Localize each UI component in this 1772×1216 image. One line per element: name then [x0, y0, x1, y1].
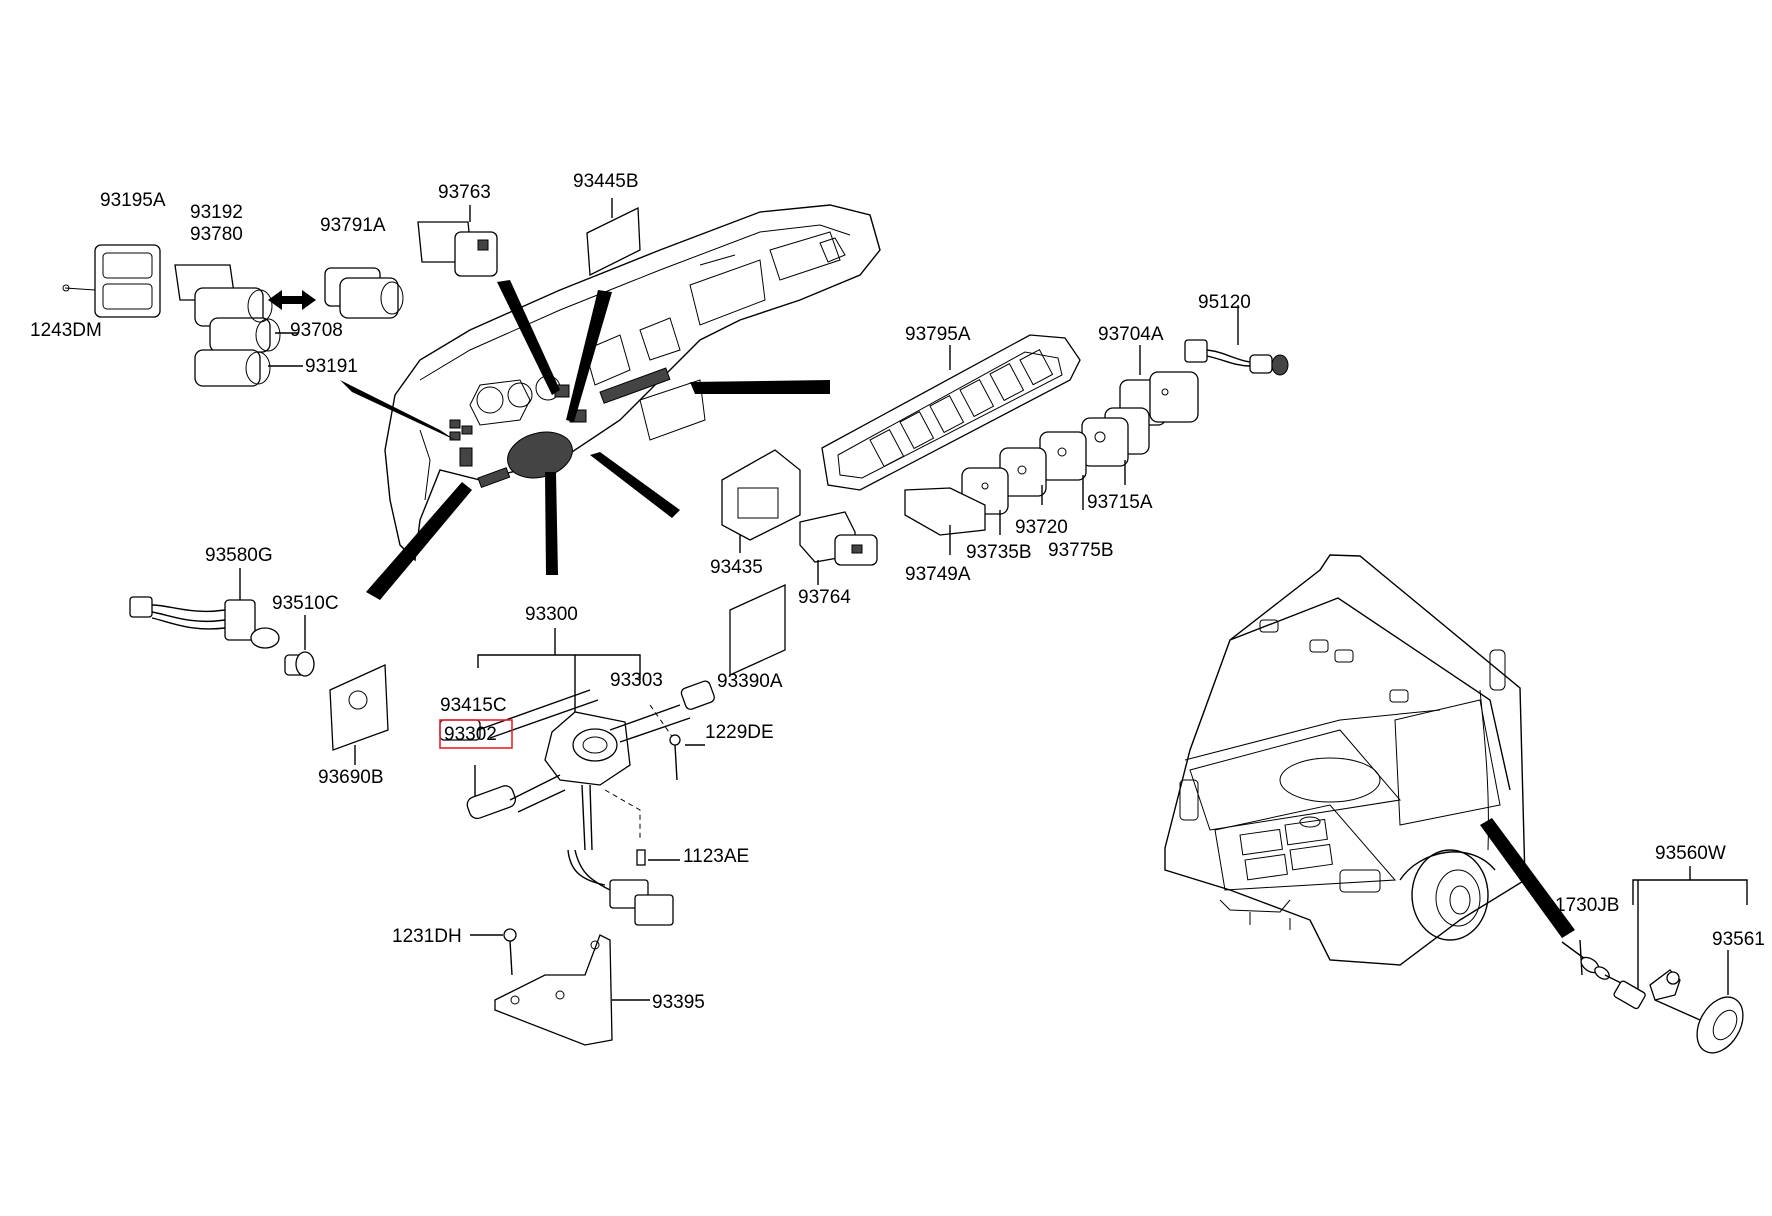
- label-93735B: 93735B: [966, 542, 1032, 563]
- label-93303: 93303: [610, 670, 663, 691]
- label-93580G: 93580G: [205, 545, 273, 566]
- truck-cab: [1164, 554, 1575, 966]
- switch-93560W: [1561, 866, 1748, 1054]
- label-93510C: 93510C: [272, 593, 339, 614]
- plate-93690B: [329, 664, 389, 765]
- label-93445B: 93445B: [573, 171, 639, 192]
- label-93415C: 93415C: [440, 695, 507, 716]
- switch-bezel-93795A: [821, 334, 1081, 491]
- label-93764: 93764: [798, 587, 851, 608]
- bracket-93395: [470, 928, 650, 1046]
- label-93390A: 93390A: [717, 671, 783, 692]
- label-93795A: 93795A: [905, 324, 971, 345]
- switch-93764: [799, 511, 878, 585]
- label-93715A: 93715A: [1087, 492, 1153, 513]
- label-93191: 93191: [305, 356, 358, 377]
- cover-93390A: [729, 583, 786, 677]
- label-93704A: 93704A: [1098, 324, 1164, 345]
- switch-93435: [721, 449, 801, 553]
- label-93775B: 93775B: [1048, 540, 1114, 561]
- label-1243DM: 1243DM: [30, 320, 102, 341]
- label-1730JB: 1730JB: [1555, 895, 1619, 916]
- part-labels: 93195A 93192 93780 1243DM 93708 93191 93…: [30, 171, 1765, 1013]
- label-95120: 95120: [1198, 292, 1251, 313]
- callout-wedges: [340, 280, 830, 600]
- label-93560W: 93560W: [1655, 843, 1726, 864]
- label-93302: 93302: [444, 724, 497, 745]
- cover-93445B: [586, 198, 641, 277]
- bulb-93510C: [284, 615, 315, 677]
- label-1123AE: 1123AE: [683, 846, 749, 867]
- sensor-95120: [1184, 305, 1289, 376]
- switch-93580G: [129, 568, 280, 649]
- label-93435: 93435: [710, 557, 763, 578]
- switch-row-right: [904, 345, 1199, 555]
- switch-group-top-left: [62, 244, 404, 387]
- label-1231DH: 1231DH: [392, 926, 462, 947]
- combination-switch: [439, 628, 715, 926]
- label-93395: 93395: [652, 992, 705, 1013]
- switch-93763: [417, 205, 498, 277]
- label-93780: 93780: [190, 224, 243, 245]
- label-93749A: 93749A: [905, 564, 971, 585]
- label-93561: 93561: [1712, 929, 1765, 950]
- label-93300: 93300: [525, 604, 578, 625]
- label-93763: 93763: [438, 182, 491, 203]
- label-93690B: 93690B: [318, 767, 384, 788]
- label-93720: 93720: [1015, 517, 1068, 538]
- label-93791A: 93791A: [320, 215, 386, 236]
- label-1229DE: 1229DE: [705, 722, 774, 743]
- label-93708: 93708: [290, 320, 343, 341]
- label-93195A: 93195A: [100, 190, 166, 211]
- highlight-box-93302: [439, 719, 513, 749]
- label-93192: 93192: [190, 202, 243, 223]
- dashboard-assembly: [384, 204, 881, 562]
